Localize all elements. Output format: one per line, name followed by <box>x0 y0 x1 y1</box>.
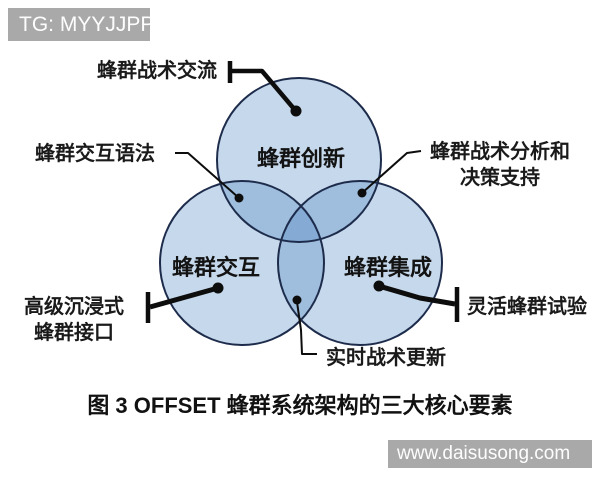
callout-line2: 决策支持 <box>460 167 540 189</box>
circle-fills <box>160 78 442 345</box>
dot-top-left-overlap <box>234 193 244 203</box>
leader-left-callout <box>175 152 240 199</box>
leader-bottom-left-callout <box>149 285 219 310</box>
callout-tactics-analysis-decision-support: 蜂群战术分析和 决策支持 <box>420 139 580 191</box>
website-watermark-badge: www.daisusong.com <box>388 440 592 468</box>
right-circle-fill <box>278 181 442 345</box>
callout-line1: 高级沉浸式 <box>24 296 124 318</box>
dot-bottom-overlap <box>292 295 302 305</box>
callout-realtime-tactics-update: 实时战术更新 <box>326 347 446 369</box>
callout-leaders <box>145 61 460 355</box>
top-circle-fill <box>217 78 381 242</box>
callout-line1: 蜂群战术分析和 <box>430 141 570 163</box>
tg-watermark-badge: TG: MYYJJPP <box>8 8 150 41</box>
dot-top-circle <box>290 105 302 117</box>
left-circle-fill <box>160 181 324 345</box>
leader-bottom-center-callout <box>296 301 317 355</box>
circle-label-swarm-interaction: 蜂群交互 <box>171 255 261 280</box>
dot-right-circle <box>373 280 385 292</box>
circle-label-swarm-integration: 蜂群集成 <box>343 255 433 280</box>
circle-label-swarm-innovation: 蜂群创新 <box>256 146 346 171</box>
callout-advanced-immersive-swarm-interface: 高级沉浸式 蜂群接口 <box>16 294 132 346</box>
right-circle-outline <box>277 180 443 346</box>
callout-swarm-tactics-exchange: 蜂群战术交流 <box>97 60 217 82</box>
left-circle-outline <box>159 180 325 346</box>
top-circle-outline <box>216 77 382 243</box>
dot-top-right-overlap <box>357 188 367 198</box>
leader-bottom-right-callout <box>378 283 456 307</box>
callout-flexible-swarm-experiment: 灵活蜂群试验 <box>467 296 587 318</box>
figure-caption: 图 3 OFFSET 蜂群系统架构的三大核心要素 <box>87 393 513 418</box>
circle-outlines <box>159 77 443 346</box>
leader-top-callout <box>232 68 297 112</box>
callout-swarm-interaction-grammar: 蜂群交互语法 <box>35 143 155 165</box>
anchor-dots <box>212 105 385 305</box>
leader-right-callout <box>361 150 422 194</box>
callout-line2: 蜂群接口 <box>34 322 114 344</box>
dot-left-circle <box>212 282 224 294</box>
